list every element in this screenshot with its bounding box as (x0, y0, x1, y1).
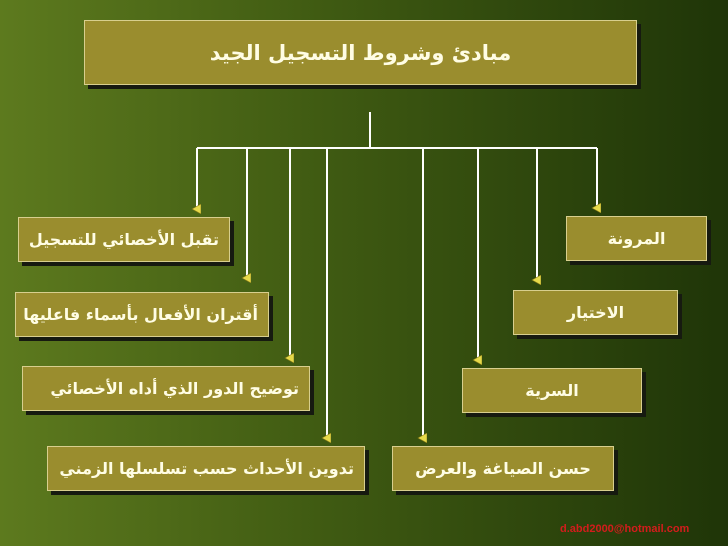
node-actions: أقتران الأفعال بأسماء فاعليها (15, 292, 269, 337)
node-role: توضيح الدور الذي أداه الأخصائي (22, 366, 310, 411)
node-wording: حسن الصياغة والعرض (392, 446, 614, 491)
node-selection: الاختيار (513, 290, 678, 335)
node-flexibility: المرونة (566, 216, 707, 261)
node-acceptance: تقبل الأخصائي للتسجيل (18, 217, 230, 262)
contact-email: d.abd2000@hotmail.com (560, 523, 690, 535)
diagram-title: مبادئ وشروط التسجيل الجيد (84, 20, 637, 85)
node-confidentiality: السرية (462, 368, 642, 413)
node-chronology: تدوين الأحداث حسب تسلسلها الزمني (47, 446, 365, 491)
